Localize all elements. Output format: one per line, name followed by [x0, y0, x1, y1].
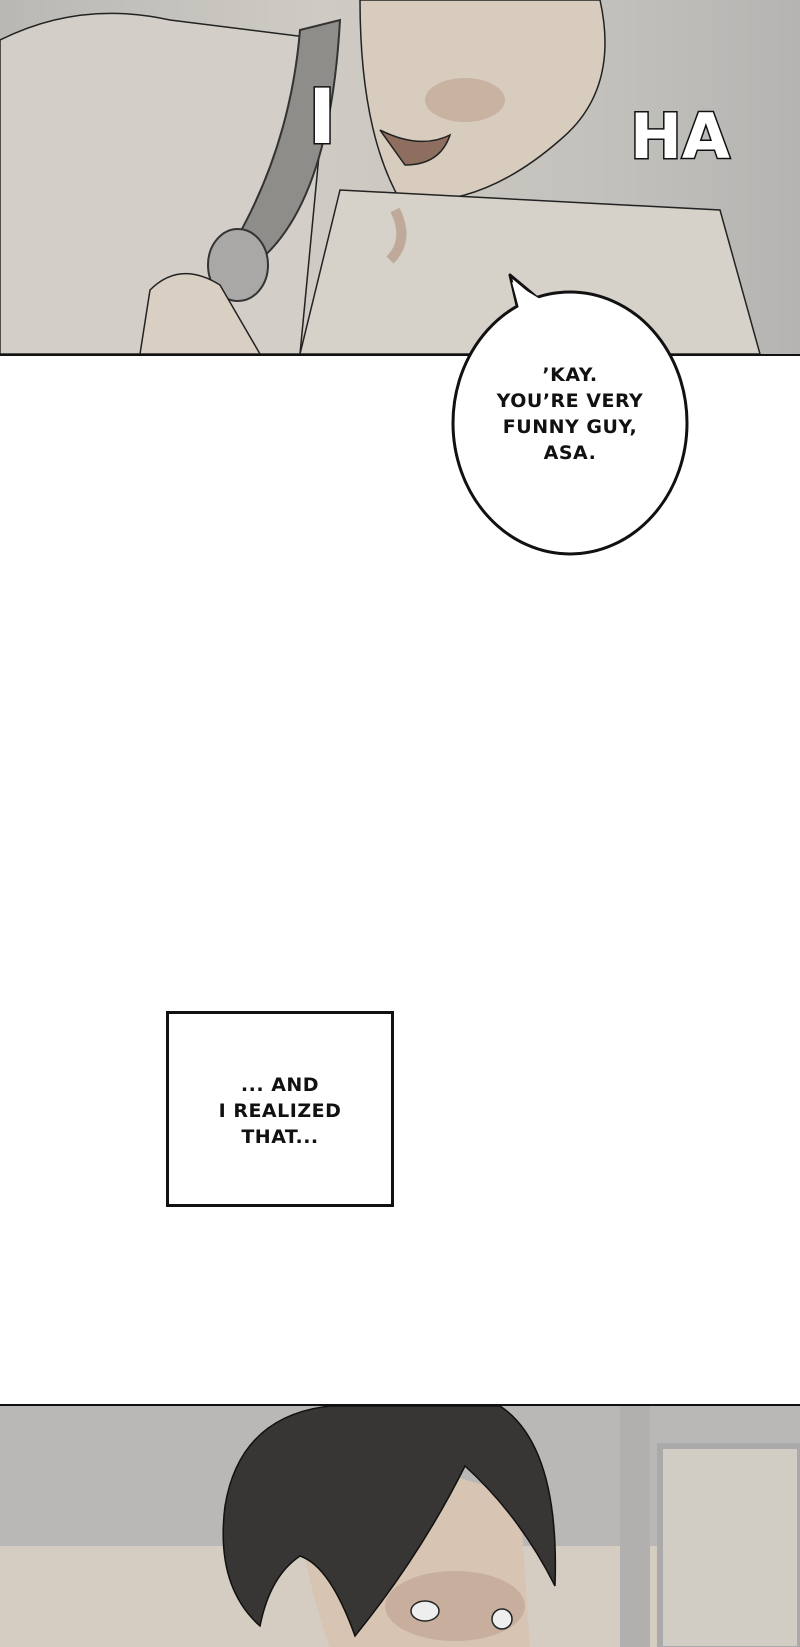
blushing-man-illustration [0, 1406, 800, 1647]
speech-line: FUNNY GUY, [502, 416, 638, 438]
caption-line: THAT... [241, 1126, 319, 1148]
laughing-man-illustration [0, 0, 761, 354]
caption-line: I REALIZED [218, 1100, 342, 1122]
speech-line: YOU’RE VERY [496, 390, 644, 412]
caption-box: ... AND I REALIZED THAT... [166, 1011, 394, 1207]
caption-text: ... AND I REALIZED THAT... [169, 1072, 391, 1150]
speech-bubble-text: ’KAY. YOU’RE VERY FUNNY GUY, ASA. [470, 362, 670, 466]
speech-bubble [451, 273, 689, 556]
panel-laughing-man: I HA [0, 0, 800, 356]
sfx-ha: HA [629, 99, 732, 175]
panel-blushing-man [0, 1404, 800, 1647]
speech-line: ’KAY. [542, 364, 598, 386]
caption-line: ... AND [240, 1074, 320, 1096]
sfx-i: I [306, 71, 337, 163]
speech-line: ASA. [543, 442, 597, 464]
